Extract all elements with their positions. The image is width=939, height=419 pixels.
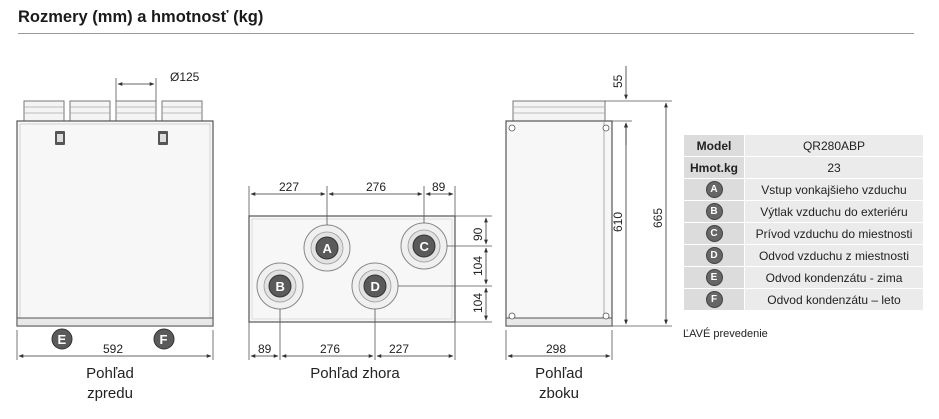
side-view-caption: Pohľad zboku — [519, 364, 599, 404]
spec-row-model: Model QR280ABP — [683, 134, 924, 157]
top-dim-89-upper: 89 — [432, 180, 446, 194]
port-description: Výtlak vzduchu do exteriéru — [744, 200, 924, 223]
port-b: B — [256, 262, 304, 310]
port-a: A — [303, 224, 351, 272]
side-dim-55: 55 — [611, 74, 625, 88]
port-description: Vstup vonkajšieho vzduchu — [744, 178, 924, 201]
spec-row-port: E Odvod kondenzátu - zima — [683, 266, 924, 289]
port-badge: B — [705, 203, 723, 220]
port-f-badge: F — [160, 332, 168, 347]
port-badge: A — [705, 181, 723, 198]
spec-row-port: A Vstup vonkajšieho vzduchu — [683, 178, 924, 201]
port-e-badge: E — [58, 332, 67, 347]
port-c: C — [400, 222, 448, 270]
top-dim-89-lower: 89 — [258, 342, 272, 356]
front-diameter-dim: Ø125 — [170, 70, 200, 84]
spec-row-port: D Odvod vzduchu z miestnosti — [683, 244, 924, 267]
port-description: Prívod vzduchu do miestnosti — [744, 222, 924, 245]
side-view: 55 610 665 298 — [505, 66, 672, 360]
orientation-note: ĽAVÉ prevedenie — [683, 328, 768, 340]
spec-row-port: F Odvod kondenzátu – leto — [683, 288, 924, 311]
front-view-caption-line2: zpredu — [87, 385, 133, 402]
top-dim-104-upper: 104 — [471, 256, 485, 276]
spec-model-key: Model — [683, 134, 745, 157]
page-title: Rozmery (mm) a hmotnosť (kg) — [18, 8, 264, 26]
side-dim-665: 665 — [651, 208, 665, 228]
side-dim-298: 298 — [546, 342, 566, 356]
spec-row-port: C Prívod vzduchu do miestnosti — [683, 222, 924, 245]
spec-row-weight: Hmot.kg 23 — [683, 156, 924, 179]
top-dim-276-lower: 276 — [320, 342, 340, 356]
port-description: Odvod kondenzátu - zima — [744, 266, 924, 289]
port-d: D — [351, 262, 399, 310]
top-view-caption: Pohľad zhora — [310, 365, 400, 382]
side-view-caption-line2: zboku — [538, 385, 580, 402]
port-badge: C — [705, 225, 723, 242]
port-a-label: A — [323, 241, 333, 256]
spec-weight-value: 23 — [744, 156, 924, 179]
top-dim-90: 90 — [471, 227, 485, 241]
title-divider — [18, 33, 914, 34]
front-view-caption: Pohľad zpredu — [70, 364, 150, 404]
front-view: Ø125 592 E F — [16, 70, 214, 360]
front-width-dim: 592 — [103, 342, 123, 356]
port-badge: F — [705, 291, 723, 308]
front-view-caption-line1: Pohľad — [86, 365, 134, 382]
top-view: A C B D 227 276 — [248, 180, 492, 360]
spec-weight-key: Hmot.kg — [683, 156, 745, 179]
side-view-caption-line1: Pohľad — [535, 365, 583, 382]
port-description: Odvod kondenzátu – leto — [744, 288, 924, 311]
top-dim-227-upper: 227 — [279, 180, 299, 194]
spec-table: Model QR280ABP Hmot.kg 23 A Vstup vonkaj… — [683, 134, 924, 311]
top-dim-227-lower: 227 — [389, 342, 409, 356]
spec-model-value: QR280ABP — [744, 134, 924, 157]
side-dim-610: 610 — [611, 212, 625, 232]
port-b-label: B — [276, 279, 285, 294]
top-dim-104-lower: 104 — [471, 293, 485, 313]
port-description: Odvod vzduchu z miestnosti — [744, 244, 924, 267]
port-c-label: C — [420, 239, 430, 254]
top-dim-276-upper: 276 — [366, 180, 386, 194]
port-badge: E — [705, 269, 723, 286]
port-d-label: D — [371, 279, 380, 294]
port-badge: D — [705, 247, 723, 264]
spec-row-port: B Výtlak vzduchu do exteriéru — [683, 200, 924, 223]
